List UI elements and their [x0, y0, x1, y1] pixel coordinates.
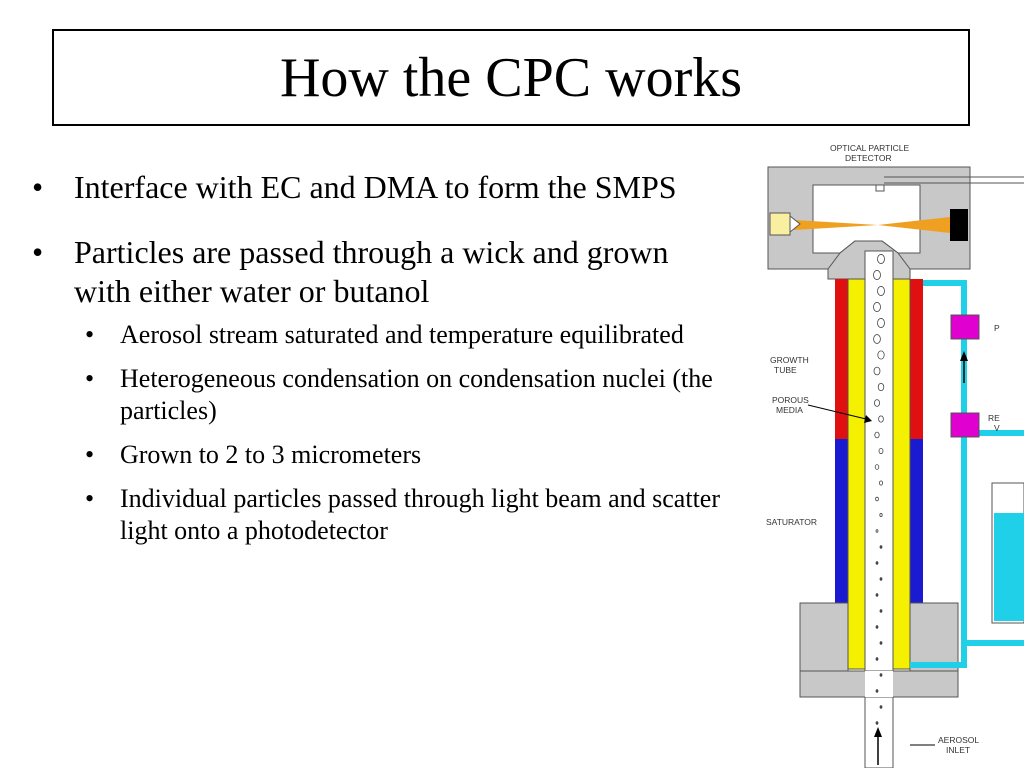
droplet	[879, 641, 883, 645]
flow-arrow-icon	[960, 351, 968, 361]
bullet-list: • Interface with EC and DMA to form the …	[30, 168, 730, 559]
droplet	[879, 705, 883, 709]
droplet	[877, 286, 885, 296]
inlet-arrow-icon	[874, 727, 882, 737]
pointer-arrow-icon	[864, 415, 872, 423]
label-porous-1: POROUS	[772, 395, 809, 405]
droplet	[878, 415, 884, 423]
sub-bullet-text: Individual particles passed through ligh…	[120, 484, 720, 545]
wick-left	[847, 278, 866, 670]
droplet	[873, 302, 881, 312]
focus-lens	[789, 214, 801, 234]
sub-bullet-list: • Aerosol stream saturated and temperatu…	[30, 319, 730, 547]
droplet	[875, 593, 879, 597]
sub-bullet-item: • Heterogeneous condensation on condensa…	[30, 363, 730, 427]
sub-bullet-item: • Individual particles passed through li…	[30, 483, 730, 547]
cpc-schematic: OPTICAL PARTICLE DETECTOR GROWTH TUBE PO…	[766, 143, 1024, 768]
label-growth-2: TUBE	[774, 365, 797, 375]
droplet	[878, 447, 884, 454]
sub-bullet-item: • Aerosol stream saturated and temperatu…	[30, 319, 730, 351]
droplet	[873, 366, 881, 376]
saturator-left	[835, 439, 848, 605]
label-saturator: SATURATOR	[766, 517, 817, 527]
droplet	[879, 673, 883, 677]
saturator-right	[910, 439, 923, 605]
droplet-group	[873, 254, 885, 725]
bullet-dot-icon: •	[32, 234, 44, 270]
reservoir-fill	[994, 513, 1024, 621]
droplet	[877, 318, 885, 328]
sub-bullet-text: Grown to 2 to 3 micrometers	[120, 440, 422, 469]
droplet	[877, 382, 885, 392]
droplet	[874, 399, 881, 407]
label-aerosol-1: AEROSOL	[938, 735, 979, 745]
droplet	[877, 350, 885, 360]
droplet	[874, 431, 880, 439]
droplet	[879, 577, 883, 581]
droplet	[875, 496, 879, 502]
label-porous-2: MEDIA	[776, 405, 803, 415]
droplet	[879, 545, 883, 549]
droplet	[879, 480, 884, 486]
exhaust-port	[875, 184, 885, 192]
bullet-text: Particles are passed through a wick and …	[74, 234, 669, 309]
label-optical-2: DETECTOR	[845, 153, 892, 163]
droplet	[875, 657, 879, 661]
droplet	[879, 513, 883, 517]
wick-right	[892, 278, 911, 670]
sub-bullet-dot-icon: •	[85, 484, 95, 513]
label-growth-1: GROWTH	[770, 355, 809, 365]
droplet	[875, 561, 879, 565]
droplet	[879, 609, 883, 613]
droplet	[877, 254, 885, 264]
sub-bullet-dot-icon: •	[85, 364, 95, 393]
sub-bullet-dot-icon: •	[85, 440, 95, 469]
title-box: How the CPC works	[52, 29, 970, 126]
flow-line	[910, 280, 967, 668]
droplet	[875, 625, 879, 629]
sub-bullet-dot-icon: •	[85, 320, 95, 349]
sub-bullet-text: Aerosol stream saturated and temperature…	[120, 320, 684, 349]
cpc-diagram: OPTICAL PARTICLE DETECTOR GROWTH TUBE PO…	[760, 133, 1024, 768]
condenser-right	[910, 279, 923, 439]
pump	[950, 314, 980, 340]
droplet	[873, 334, 881, 344]
page-title: How the CPC works	[279, 46, 743, 109]
droplet	[874, 464, 880, 470]
bullet-item: • Interface with EC and DMA to form the …	[30, 168, 730, 207]
valve	[950, 412, 980, 438]
label-optical-1: OPTICAL PARTICLE	[830, 143, 910, 153]
base-housing	[799, 602, 849, 672]
label-right-cut-3: V	[994, 423, 1000, 433]
label-aerosol-2: INLET	[946, 745, 970, 755]
droplet	[875, 721, 879, 725]
droplet	[875, 529, 879, 533]
photodetector	[950, 209, 968, 241]
laser-source	[769, 212, 791, 236]
light-beam	[794, 220, 878, 230]
bullet-dot-icon: •	[32, 169, 44, 205]
light-beam-right	[878, 217, 950, 233]
sub-bullet-item: • Grown to 2 to 3 micrometers	[30, 439, 730, 471]
droplet	[873, 270, 881, 280]
sub-bullet-text: Heterogeneous condensation on condensati…	[120, 364, 713, 425]
label-right-cut-1: P	[994, 323, 1000, 333]
label-right-cut-2: RE	[988, 413, 1000, 423]
droplet	[875, 689, 879, 693]
bullet-item: • Particles are passed through a wick an…	[30, 233, 730, 311]
base-housing-right	[909, 602, 959, 672]
bullet-text: Interface with EC and DMA to form the SM…	[74, 169, 677, 205]
condenser-left	[835, 279, 848, 439]
